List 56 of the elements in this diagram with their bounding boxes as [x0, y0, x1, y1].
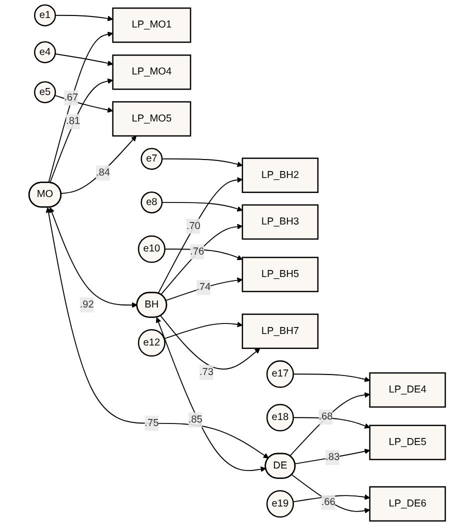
- edge-label: .75: [144, 418, 159, 428]
- arrow: [161, 158, 243, 168]
- node-circle: e8: [140, 191, 162, 214]
- edge-label: .76: [190, 246, 204, 257]
- arrow: [54, 94, 113, 113]
- arrow: [291, 474, 370, 514]
- arrow: [49, 207, 138, 308]
- edge-label: .85: [188, 414, 202, 425]
- node-box: LP_MO5: [112, 101, 191, 137]
- node-circle: e17: [266, 360, 294, 388]
- node-circle: e18: [266, 404, 294, 432]
- arrow: [156, 317, 266, 472]
- arrow: [54, 14, 113, 22]
- arrow: [48, 32, 113, 184]
- edge-label: .83: [325, 452, 340, 463]
- node-circle: e7: [140, 148, 162, 170]
- arrow: [161, 202, 243, 212]
- node-box: LP_DE4: [369, 372, 446, 408]
- edge-label: .67: [64, 92, 78, 103]
- node-circle: e4: [34, 41, 56, 64]
- node-circle: e1: [34, 4, 56, 26]
- arrow: [292, 494, 370, 502]
- arrow: [164, 322, 243, 340]
- node-box: LP_BH7: [242, 314, 318, 349]
- edge-label: .73: [199, 366, 214, 378]
- edge-label: .92: [80, 299, 94, 310]
- arrow: [49, 78, 113, 184]
- node-circle: e12: [138, 329, 166, 357]
- arrow: [46, 207, 269, 458]
- arrow: [160, 224, 243, 296]
- edge-label: .74: [196, 282, 210, 293]
- edge-label: .81: [66, 116, 80, 127]
- node-box: LP_DE6: [369, 486, 446, 522]
- arrow: [292, 417, 370, 429]
- node-circle: e5: [34, 81, 56, 104]
- node-box: LP_MO1: [112, 7, 191, 43]
- arrow: [158, 177, 243, 294]
- arrow: [292, 374, 370, 382]
- arrow: [165, 278, 243, 301]
- node-box: LP_BH5: [242, 256, 318, 292]
- node-box: LP_MO4: [112, 54, 191, 90]
- arrow: [160, 315, 260, 370]
- node-box: LP_DE5: [369, 424, 446, 460]
- arrow: [289, 392, 370, 456]
- edge-label: .66: [321, 496, 336, 508]
- arrow: [164, 248, 243, 260]
- arrow: [54, 53, 113, 66]
- arrow: [294, 448, 370, 464]
- node-box: LP_BH2: [242, 158, 318, 193]
- arrow: [60, 136, 136, 194]
- edge-label: .70: [186, 220, 200, 232]
- edge-label: .68: [318, 411, 333, 422]
- node-circle: e10: [138, 235, 166, 263]
- node-box: LP_BH3: [242, 204, 318, 240]
- node-circle: e19: [266, 490, 294, 518]
- edge-label: .84: [96, 167, 110, 178]
